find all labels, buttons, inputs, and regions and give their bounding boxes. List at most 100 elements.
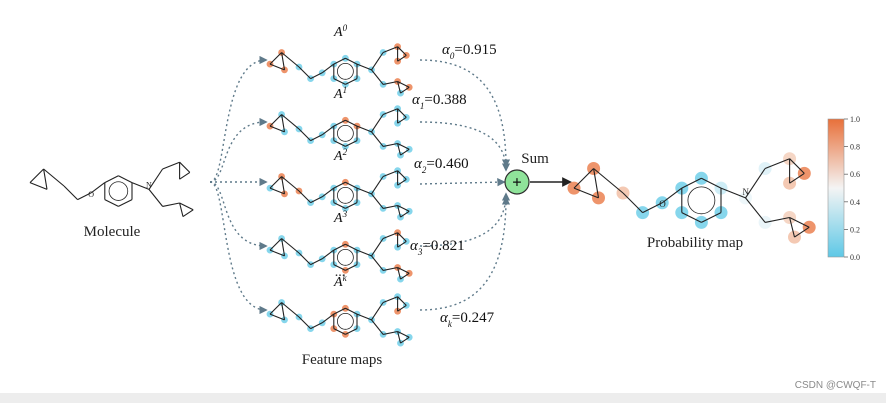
- bond: [642, 202, 663, 214]
- bond: [397, 267, 410, 274]
- alpha-label-3: α3=0.821: [410, 238, 465, 257]
- bond: [371, 52, 384, 71]
- bond: [397, 46, 407, 56]
- bond: [29, 182, 48, 190]
- bond: [382, 80, 398, 85]
- fan-out-arrows: [209, 55, 268, 315]
- bond: [333, 307, 346, 315]
- bond: [281, 114, 300, 130]
- bond: [681, 212, 702, 223]
- bond: [182, 209, 194, 218]
- fan-in-arrow-0: [419, 59, 511, 168]
- bottom-bar: [0, 393, 886, 403]
- fan-out-arrow-4: [209, 181, 268, 315]
- bond: [371, 193, 384, 209]
- bond: [269, 313, 285, 321]
- alpha-value-2: =0.460: [426, 156, 468, 172]
- alpha-value-1: =0.388: [424, 92, 466, 108]
- bond: [118, 175, 133, 184]
- feature-map-title-2: A2: [333, 147, 348, 164]
- bond: [345, 264, 358, 271]
- bond: [382, 46, 398, 54]
- bond: [382, 204, 398, 209]
- bond: [397, 143, 410, 150]
- alpha-symbol-3: α: [410, 238, 419, 254]
- bond: [356, 63, 372, 71]
- alpha-label-2: α2=0.460: [414, 156, 469, 175]
- alpha-symbol-1: α: [412, 92, 421, 108]
- colorbar-tick-label-3: 0.4: [850, 198, 860, 207]
- bond: [333, 119, 346, 127]
- bond: [789, 217, 796, 238]
- aromatic-ring: [687, 186, 716, 215]
- bond: [397, 331, 410, 338]
- alpha-value-4: =0.247: [452, 310, 495, 326]
- bond: [356, 187, 372, 195]
- aromatic-ring: [337, 248, 354, 266]
- bond: [321, 63, 335, 74]
- bond: [269, 187, 285, 195]
- bond: [321, 313, 335, 324]
- bond: [397, 116, 407, 124]
- bond: [281, 238, 300, 254]
- bond: [162, 202, 180, 207]
- bond: [400, 336, 410, 344]
- bond: [593, 168, 600, 198]
- bond: [269, 63, 285, 71]
- bond: [400, 210, 410, 218]
- bond: [345, 181, 358, 189]
- sum-node: [504, 169, 530, 195]
- aromatic-ring: [337, 62, 354, 80]
- bond: [269, 238, 282, 251]
- bond: [397, 240, 407, 248]
- bond: [104, 199, 119, 207]
- feature-map-superscript-0: 0: [343, 23, 348, 33]
- bond: [382, 330, 398, 335]
- bond: [162, 161, 180, 170]
- bond: [371, 302, 384, 321]
- bond: [321, 249, 335, 260]
- alpha-subscript-1: 1: [420, 101, 425, 111]
- bond: [298, 252, 311, 265]
- bond: [720, 187, 746, 199]
- bond: [371, 176, 384, 195]
- bond: [179, 202, 184, 217]
- aromatic-ring: [337, 312, 354, 330]
- bond: [298, 190, 311, 203]
- bond: [148, 189, 164, 207]
- bond: [118, 199, 133, 207]
- bond: [269, 125, 285, 133]
- bond: [43, 168, 48, 190]
- bond: [382, 108, 398, 116]
- feature-map-superscript-1: 1: [343, 85, 348, 95]
- bond: [593, 168, 624, 194]
- fan-out-arrow-0: [209, 55, 268, 183]
- bond: [310, 134, 323, 142]
- fan-out-arrow-1: [209, 117, 268, 183]
- alpha-subscript-2: 2: [422, 165, 427, 175]
- bond: [333, 264, 346, 271]
- fan-in-arrow-1: [419, 121, 511, 172]
- bond: [382, 232, 398, 240]
- bond: [356, 313, 372, 321]
- bond: [281, 52, 300, 68]
- bond: [745, 197, 766, 223]
- sum-label: Sum: [521, 151, 549, 167]
- bond: [310, 322, 323, 330]
- atom-halo: [342, 54, 349, 62]
- probability-map-skeleton: [567, 152, 816, 244]
- bond: [397, 54, 407, 62]
- bond: [701, 212, 722, 223]
- bond: [345, 328, 358, 335]
- bond: [77, 192, 92, 201]
- bond: [104, 175, 119, 184]
- probability-map-label: Probability map: [647, 235, 743, 251]
- bond: [400, 86, 410, 94]
- bond: [573, 168, 594, 189]
- bond: [43, 168, 65, 187]
- molecule-label: Molecule: [84, 224, 141, 240]
- bond: [63, 185, 78, 200]
- bond: [397, 296, 407, 306]
